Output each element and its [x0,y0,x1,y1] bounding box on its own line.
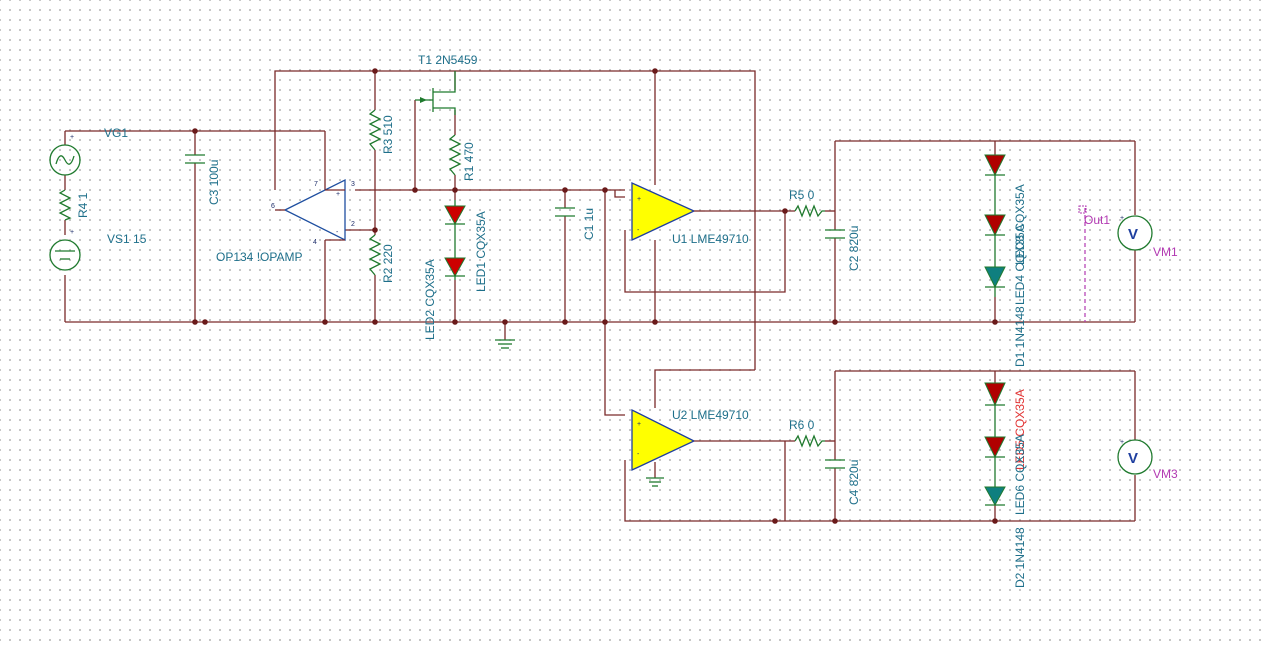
junctions [192,68,998,524]
op-pin-2: 2 [351,221,355,228]
led5-symbol[interactable] [984,382,1006,437]
wires [64,70,1136,416]
vm1-meter-symbol[interactable]: V [1117,215,1153,251]
c2-label: C2 820u [847,226,861,271]
op-minus: - [336,229,339,236]
op134-opamp-symbol[interactable] [275,178,346,242]
vm3-label: VM3 [1153,467,1178,481]
led3-label: LED3 CQX35A [1013,184,1027,265]
r2-label: R2 220 [381,244,395,283]
r1-label: R1 470 [462,142,476,181]
r4-label: R4 1 [76,192,90,218]
op-pin-3: 3 [351,181,355,188]
u1-label: U1 LME49710 [672,232,749,246]
u1-plus: + [637,196,641,203]
u1-minus: - [637,227,640,234]
led2-symbol[interactable] [444,200,466,258]
out1-marker[interactable] [1078,205,1087,214]
c4-capacitor[interactable] [825,459,845,469]
r6-label: R6 0 [789,418,815,432]
vg1-source-symbol[interactable] [49,144,81,176]
vs1-source-symbol[interactable] [49,239,81,271]
r4-resistor[interactable] [58,189,72,221]
led6-symbol[interactable] [984,436,1006,487]
d1-label: D1 1N4148 [1013,306,1027,367]
d1-diode-symbol[interactable] [984,266,1006,297]
led4-symbol[interactable] [984,214,1006,267]
op-plus: + [336,191,340,198]
vm1-label: VM1 [1153,245,1178,259]
r1-resistor[interactable] [448,134,462,176]
op134-label: OP134 !OPAMP [216,250,302,264]
vm3-meter-v: V [1128,450,1138,467]
r3-label: R3 510 [381,115,395,154]
component-labels: T1 2N5459 VG1 R3 510 R1 470 C3 100u R4 1… [76,53,1178,588]
vs1-plus: + [70,229,74,236]
r2-resistor[interactable] [368,234,382,276]
led3-symbol[interactable] [984,154,1006,215]
t1-label: T1 2N5459 [418,53,478,67]
op-pin-4: 4 [313,239,317,246]
vm3-meter-symbol[interactable]: V [1117,439,1153,475]
led4-label: LED4 CQX35A [1013,224,1027,305]
c3-capacitor[interactable] [185,154,205,164]
r6-resistor[interactable] [794,434,825,448]
c3-label: C3 100u [207,160,221,205]
r5-resistor[interactable] [794,204,825,218]
led2-label: LED2 CQX35A [423,259,437,340]
out1-label: Out1 [1084,213,1110,227]
t1-jfet-symbol[interactable] [415,71,456,115]
led1-symbol[interactable] [444,257,466,280]
vm1-meter-v: V [1128,226,1138,243]
c1-label: C1 1u [582,208,596,240]
vm3-plus: + [1120,439,1124,446]
op-pin-6: 6 [271,203,275,210]
r3-resistor[interactable] [368,109,382,151]
r5-label: R5 0 [789,188,815,202]
vg1-plus: + [70,134,74,141]
led1-label: LED1 CQX35A [474,211,488,292]
c1-capacitor[interactable] [555,207,575,217]
d2-label: D2 1N4148 [1013,527,1027,588]
vs1-label: VS1 15 [107,232,147,246]
led5-label: LED5 CQX35A [1013,389,1027,470]
led6-label: LED6 CQX35A [1013,434,1027,515]
u2-plus: + [637,421,641,428]
vm1-plus: + [1120,215,1124,222]
u2-label: U2 LME49710 [672,408,749,422]
wires-lower [624,369,1136,522]
op-pin-7: 7 [314,181,318,188]
vg1-label: VG1 [104,126,128,140]
u1-opamp-symbol[interactable] [631,181,705,242]
c4-label: C4 820u [847,460,861,505]
pin-labels: 7 3 6 2 4 + - + + + - + - + + [70,134,1124,458]
d2-diode-symbol[interactable] [984,486,1006,507]
u2-minus: - [637,451,640,458]
u2-opamp-symbol[interactable] [631,408,696,487]
c2-capacitor[interactable] [825,229,845,239]
ground-symbol[interactable] [495,339,515,349]
